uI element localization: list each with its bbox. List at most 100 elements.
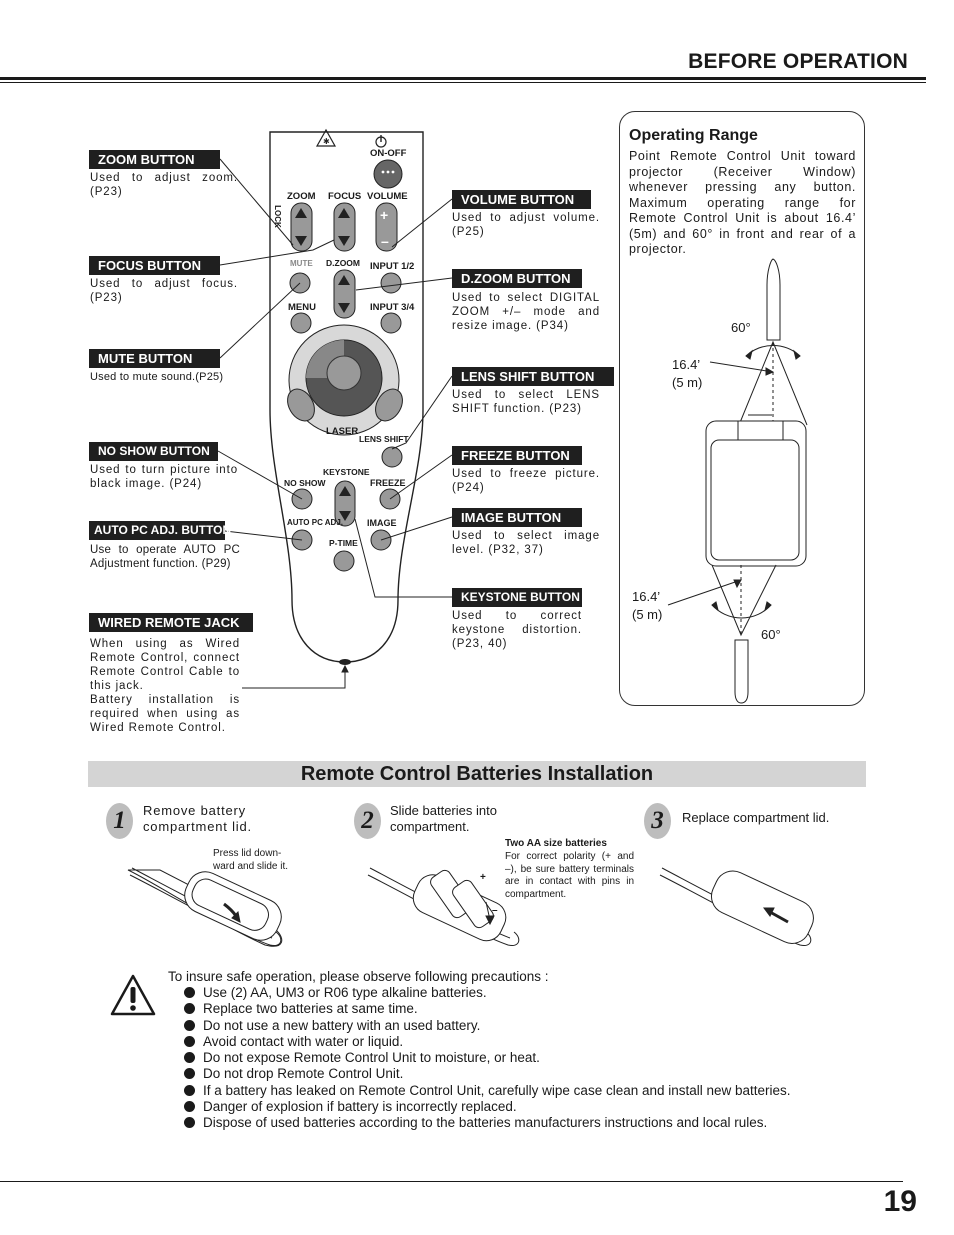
keystone-rocker-button[interactable] (334, 480, 356, 527)
caution-item: Do not expose Remote Control Unit to moi… (184, 1050, 791, 1066)
battery-plus-sign: + (480, 872, 486, 883)
svg-text:+: + (380, 207, 388, 223)
header-rule (0, 77, 926, 80)
range-angle-bottom: 60° (761, 627, 781, 642)
remote-input12-label: INPUT 1/2 (370, 261, 415, 272)
caution-item: Do not use a new battery with an used ba… (184, 1018, 791, 1034)
svg-text:–: – (381, 233, 389, 249)
caution-item: Replace two batteries at same time. (184, 1001, 791, 1017)
page-number: 19 (883, 1185, 917, 1218)
remote-image-label: IMAGE (367, 518, 397, 528)
no-show-button-desc: Used to turn picture into black image. (… (90, 464, 238, 490)
caution-item: Danger of explosion if battery is incorr… (184, 1099, 791, 1115)
laser-warning-icon (315, 128, 337, 147)
caution-item: Avoid contact with water or liquid. (184, 1034, 791, 1050)
remote-zoom-label: ZOOM (287, 191, 316, 202)
caution-item: Do not drop Remote Control Unit. (184, 1066, 791, 1082)
range-remote-bottom (734, 639, 749, 704)
lens-shift-button-label: LENS SHIFT BUTTON (452, 367, 614, 386)
image-button-desc: Used to select image level. (P32, 37) (452, 530, 600, 556)
step-1-note: Press lid down-ward and slide it. (213, 848, 289, 872)
focus-button-label: FOCUS BUTTON (89, 256, 220, 275)
operating-range-box (619, 111, 865, 706)
auto-pc-adj-button-label: AUTO PC ADJ. BUTTON (89, 521, 231, 540)
lens-shift-button-desc: Used to select LENS SHIFT function. (P23… (452, 389, 600, 415)
battery-minus-sign: – (492, 905, 498, 916)
caution-list: Use (2) AA, UM3 or R06 type alkaline bat… (184, 985, 791, 1132)
menu-button[interactable] (290, 312, 312, 334)
caution-warning-icon (110, 974, 156, 1016)
step-2-number: 2 (354, 803, 381, 839)
caution-item: Use (2) AA, UM3 or R06 type alkaline bat… (184, 985, 791, 1001)
step-3-number: 3 (644, 803, 671, 839)
input12-button[interactable] (380, 272, 402, 294)
remote-lens-shift-label: LENS SHIFT (359, 434, 409, 444)
batteries-band (88, 761, 866, 787)
wired-remote-jack-label: WIRED REMOTE JACK (89, 613, 253, 632)
range-remote-top (766, 258, 781, 341)
volume-button-label: VOLUME BUTTON (452, 190, 591, 209)
caution-item: Dispose of used batteries according to t… (184, 1115, 791, 1131)
remote-mute-label: MUTE (290, 259, 313, 268)
battery-illustrations (127, 867, 814, 947)
on-off-button[interactable] (373, 159, 403, 189)
zoom-rocker-button[interactable] (290, 202, 313, 252)
dzoom-button-label: D.ZOOM BUTTON (452, 269, 582, 288)
range-dist-top-ft: 16.4’ (672, 357, 701, 372)
step-2-note-title: Two AA size batteries (505, 838, 607, 849)
lens-shift-button[interactable] (381, 446, 403, 468)
range-dist-top-m: (5 m) (672, 375, 703, 390)
volume-rocker-button[interactable] (375, 202, 398, 252)
operating-range-desc: Point Remote Control Unit toward project… (629, 149, 856, 256)
dzoom-button-desc: Used to select DIGITAL ZOOM +/– mode and… (452, 292, 600, 332)
mute-button-desc: Used to mute sound.(P25) (90, 371, 224, 383)
zoom-button-label: ZOOM BUTTON (89, 150, 220, 169)
remote-input34-label: INPUT 3/4 (370, 302, 415, 313)
caution-item: If a battery has leaked on Remote Contro… (184, 1083, 791, 1099)
keystone-button-desc: Used to correct keystone distortion. (P2… (452, 610, 582, 650)
p-time-button[interactable] (333, 550, 355, 572)
section-title: BEFORE OPERATION (688, 50, 908, 73)
wired-remote-jack-desc: When using as Wired Remote Control, conn… (90, 638, 240, 692)
remote-freeze-label: FREEZE (370, 478, 406, 488)
input34-button[interactable] (380, 312, 402, 334)
remote-lock-label: LOCK (272, 205, 282, 228)
volume-button-desc: Used to adjust volume. (P25) (452, 212, 600, 238)
remote-dzoom-label: D.ZOOM (326, 258, 360, 268)
caution-intro: To insure safe operation, please observe… (168, 969, 549, 984)
no-show-button-label: NO SHOW BUTTON (89, 442, 218, 461)
footer-rule (0, 1181, 903, 1182)
mute-button-label: MUTE BUTTON (89, 349, 220, 368)
step-2-text: Slide batteries into compartment. (390, 803, 497, 834)
step-1-number: 1 (106, 803, 133, 839)
remote-on-off-label: ON-OFF (370, 148, 407, 159)
remote-keystone-label: KEYSTONE (323, 467, 370, 477)
svg-text:✱: ✱ (323, 137, 330, 146)
freeze-button-label: FREEZE BUTTON (452, 446, 582, 465)
remote-laser-label: LASER (326, 426, 359, 437)
zoom-button-desc: Used to adjust zoom. (P23) (90, 172, 238, 198)
image-button-label: IMAGE BUTTON (452, 508, 582, 527)
remote-menu-label: MENU (288, 302, 316, 313)
header-rule-thin (0, 82, 926, 83)
focus-rocker-button[interactable] (333, 202, 356, 252)
step-2-note: For correct polarity (+ and –), be sure … (505, 851, 634, 900)
keystone-button-label: KEYSTONE BUTTON (452, 588, 582, 607)
dzoom-rocker-button[interactable] (333, 269, 356, 319)
step-1-text: Remove battery compartment lid. (143, 803, 252, 834)
focus-button-desc: Used to adjust focus. (P23) (90, 278, 238, 304)
remote-diagram: ✱ + – (217, 128, 808, 704)
remote-volume-label: VOLUME (367, 191, 408, 202)
remote-no-show-label: NO SHOW (284, 478, 326, 488)
range-dist-bottom-ft: 16.4’ (632, 589, 661, 604)
remote-focus-label: FOCUS (328, 191, 362, 202)
batteries-title: Remote Control Batteries Installation (300, 763, 654, 785)
remote-auto-pc-label: AUTO PC ADJ. (287, 518, 344, 527)
operating-range-title: Operating Range (629, 127, 758, 144)
range-angle-top: 60° (731, 320, 751, 335)
remote-p-time-label: P-TIME (329, 538, 358, 548)
range-dist-bottom-m: (5 m) (632, 607, 663, 622)
step-3-text: Replace compartment lid. (682, 810, 830, 825)
auto-pc-adj-button-desc: Use to operate AUTO PC Adjustment functi… (90, 544, 240, 570)
freeze-button-desc: Used to freeze picture. (P24) (452, 468, 600, 494)
